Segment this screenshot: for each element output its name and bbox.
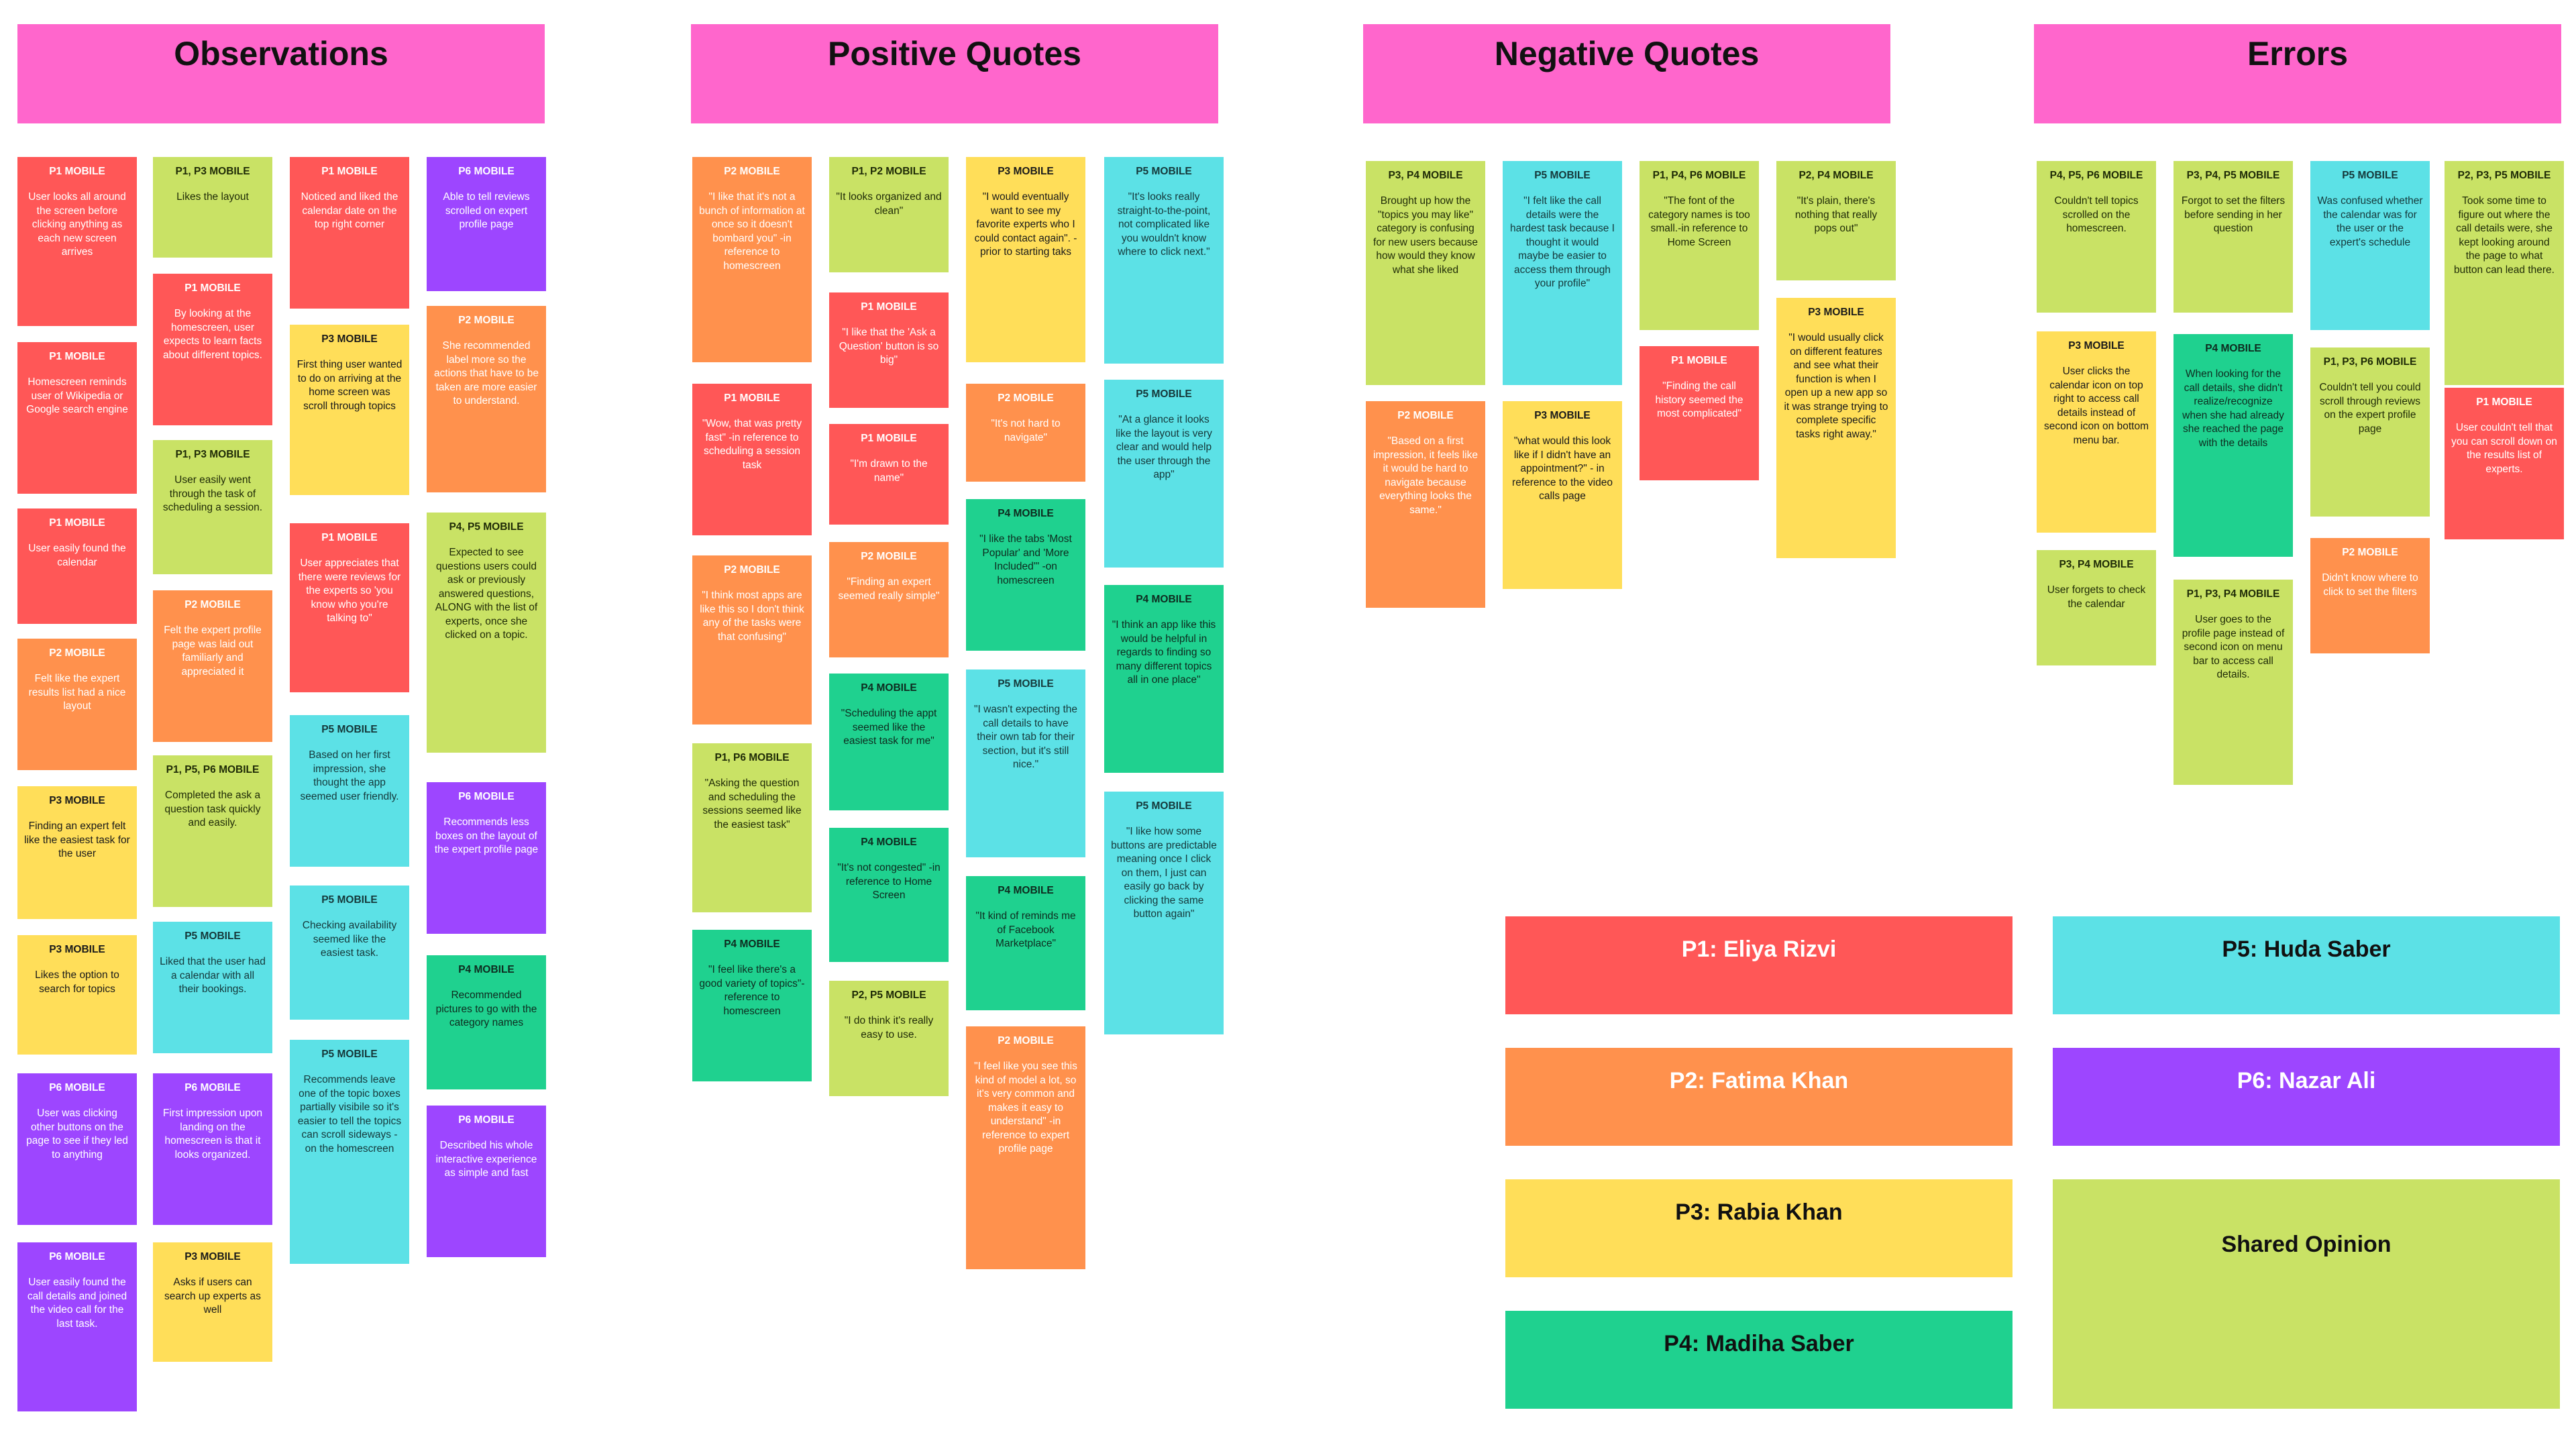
sticky-note[interactable]: P4 MOBILE"Scheduling the appt seemed lik… [829, 674, 949, 810]
header-positive-quotes: Positive Quotes [691, 24, 1218, 123]
sticky-note[interactable]: P3 MOBILE"I would usually click on diffe… [1776, 298, 1896, 558]
sticky-note[interactable]: P2 MOBILE"I feel like you see this kind … [966, 1026, 1085, 1269]
sticky-note[interactable]: P5 MOBILE"I felt like the call details w… [1503, 161, 1622, 385]
sticky-note[interactable]: P3 MOBILE"I would eventually want to see… [966, 157, 1085, 362]
legend-p1: P1: Eliya Rizvi [1505, 916, 2012, 1014]
sticky-note[interactable]: P2 MOBILE"I think most apps are like thi… [692, 555, 812, 724]
sticky-note[interactable]: P4 MOBILE"I feel like there's a good var… [692, 930, 812, 1081]
sticky-note[interactable]: P5 MOBILE"I like how some buttons are pr… [1104, 792, 1224, 1034]
sticky-note[interactable]: P4 MOBILE"It's not congested" -in refere… [829, 828, 949, 962]
legend-p2: P2: Fatima Khan [1505, 1048, 2012, 1146]
legend-p5: P5: Huda Saber [2053, 916, 2560, 1014]
sticky-note[interactable]: P4 MOBILE"It kind of reminds me of Faceb… [966, 876, 1085, 1010]
sticky-note[interactable]: P1, P6 MOBILE"Asking the question and sc… [692, 743, 812, 912]
legend-p3: P3: Rabia Khan [1505, 1179, 2012, 1277]
sticky-note[interactable]: P5 MOBILE"It's looks really straight-to-… [1104, 157, 1224, 364]
sticky-note[interactable]: P3 MOBILE"what would this look like if I… [1503, 401, 1622, 589]
sticky-note[interactable]: P1 MOBILE"I like that the 'Ask a Questio… [829, 292, 949, 408]
sticky-note[interactable]: P1, P4, P6 MOBILE"The font of the catego… [1640, 161, 1759, 330]
sticky-note[interactable]: P4 MOBILE"I like the tabs 'Most Popular'… [966, 499, 1085, 651]
sticky-note[interactable]: P2 MOBILE"Finding an expert seemed reall… [829, 542, 949, 657]
header-observations: Observations [17, 24, 545, 123]
sticky-note[interactable]: P2 MOBILE"I like that it's not a bunch o… [692, 157, 812, 362]
sticky-note[interactable]: P1, P2 MOBILE"It looks organized and cle… [829, 157, 949, 272]
sticky-note[interactable]: P2, P5 MOBILE"I do think it's really eas… [829, 981, 949, 1096]
header-errors: Errors [2034, 24, 2561, 123]
legend-shared-opinion: Shared Opinion [2053, 1179, 2560, 1409]
sticky-note[interactable]: P4 MOBILE"I think an app like this would… [1104, 585, 1224, 773]
sticky-note[interactable]: P1 MOBILE"Finding the call history seeme… [1640, 346, 1759, 480]
legend-p4: P4: Madiha Saber [1505, 1311, 2012, 1409]
header-negative-quotes: Negative Quotes [1363, 24, 1890, 123]
sticky-note[interactable]: P2 MOBILE"It's not hard to navigate" [966, 384, 1085, 482]
sticky-note[interactable]: P1 MOBILE"I'm drawn to the name" [829, 424, 949, 525]
sticky-note[interactable]: P1 MOBILE"Wow, that was pretty fast" -in… [692, 384, 812, 535]
sticky-note[interactable]: P2, P4 MOBILE"It's plain, there's nothin… [1776, 161, 1896, 280]
legend-p6: P6: Nazar Ali [2053, 1048, 2560, 1146]
sticky-note[interactable]: P5 MOBILE"I wasn't expecting the call de… [966, 669, 1085, 857]
sticky-note[interactable]: P2 MOBILE"Based on a first impression, i… [1366, 401, 1485, 608]
sticky-note[interactable]: P5 MOBILE"At a glance it looks like the … [1104, 380, 1224, 568]
